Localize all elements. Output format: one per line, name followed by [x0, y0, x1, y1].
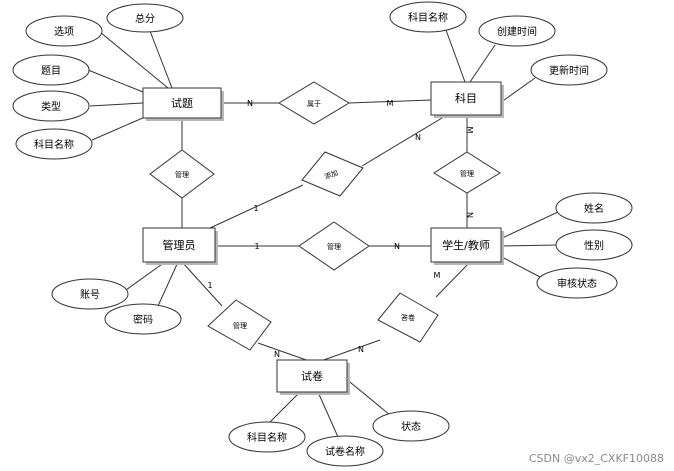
- line-type: [89, 102, 144, 107]
- card-admin-manage: 1: [254, 242, 259, 251]
- rel-manage-subject: 管理: [433, 151, 501, 194]
- card-belongs-s: M: [387, 99, 394, 108]
- line-updated: [499, 77, 536, 104]
- attr-s-name-label: 科目名称: [408, 11, 448, 24]
- rel-manage-user-label: 管理: [327, 242, 341, 251]
- card-admin-managep: 1: [207, 281, 212, 290]
- attr-created: 创建时间: [478, 15, 556, 47]
- cardinality-labels: N M M N 1 N 1 N 1 N N M: [207, 99, 474, 359]
- connector-lines: [87, 17, 559, 438]
- attr-options-label: 选项: [54, 25, 74, 38]
- watermark: CSDN @vx2_CXKF10088: [528, 452, 664, 465]
- line-admin-managep: [181, 261, 223, 307]
- rel-manage-subject-label: 管理: [460, 169, 474, 178]
- attr-password: 密码: [104, 303, 182, 335]
- attr-p-status: 状态: [372, 410, 450, 442]
- attr-updated: 更新时间: [530, 54, 608, 86]
- line-managep-paper: [257, 342, 313, 363]
- attr-password-label: 密码: [133, 313, 153, 326]
- attr-score: 总分: [106, 3, 184, 33]
- line-gender: [501, 244, 559, 247]
- line-options: [99, 31, 169, 89]
- line-s-name: [445, 29, 466, 83]
- card-s-manage: M: [465, 127, 474, 134]
- attr-score-label: 总分: [135, 12, 155, 25]
- attr-name: 姓名: [555, 192, 633, 224]
- attr-account-label: 账号: [80, 289, 100, 301]
- line-answer-stu: [435, 261, 471, 298]
- line-account: [125, 261, 166, 291]
- card-managep-paper: N: [274, 350, 280, 359]
- rel-belongs: 属于: [278, 81, 350, 125]
- rel-add: 添加: [301, 151, 364, 197]
- attr-gender: 性别: [555, 229, 633, 261]
- rel-answer: 答卷: [377, 292, 439, 343]
- line-p-name: [317, 391, 339, 438]
- line-add-s: [361, 117, 443, 167]
- entity-admin-label: 管理员: [163, 238, 196, 252]
- attr-topic-label: 题目: [41, 65, 61, 77]
- line-p-subject: [267, 391, 301, 425]
- rel-manage-paper-label: 管理: [233, 321, 247, 330]
- card-add-s: N: [415, 133, 421, 142]
- entity-student-label: 学生/教师: [442, 238, 490, 252]
- rel-manage-question-label: 管理: [175, 170, 189, 179]
- line-review: [499, 255, 541, 278]
- attr-p-subject: 科目名称: [228, 421, 306, 453]
- attr-topic: 题目: [12, 54, 90, 86]
- entity-paper-label: 试卷: [301, 369, 323, 383]
- attr-name-label: 姓名: [584, 202, 604, 215]
- attr-p-status-label: 状态: [401, 420, 421, 433]
- card-answer-stu: M: [434, 271, 441, 280]
- attr-p-name: 试卷名称: [306, 435, 384, 467]
- rel-manage-paper: 管理: [207, 299, 272, 351]
- attr-p-name-label: 试卷名称: [325, 445, 365, 458]
- attr-q-subject-label: 科目名称: [34, 138, 74, 151]
- rel-belongs-label: 属于: [307, 100, 321, 108]
- card-manage-stu2: N: [394, 242, 400, 251]
- attr-q-subject: 科目名称: [15, 128, 93, 160]
- attr-created-label: 创建时间: [497, 25, 537, 38]
- card-paper-answer: N: [358, 345, 364, 354]
- line-q-subject: [91, 116, 146, 141]
- line-admin-add: [209, 184, 304, 229]
- rel-manage-question: 管理: [149, 149, 215, 199]
- entity-subject-label: 科目: [455, 91, 477, 105]
- attr-type: 类型: [12, 90, 90, 122]
- attr-updated-label: 更新时间: [549, 64, 589, 77]
- attr-gender-label: 性别: [584, 239, 604, 252]
- entity-paper: 试卷: [276, 359, 350, 395]
- rel-manage-user: 管理: [298, 221, 370, 271]
- entity-subject: 科目: [430, 81, 504, 118]
- card-admin-add: 1: [253, 204, 258, 213]
- entity-question: 试题: [142, 87, 224, 121]
- line-p-status: [344, 377, 391, 416]
- entity-question-label: 试题: [171, 97, 193, 110]
- attr-review: 审核状态: [536, 267, 618, 299]
- rel-answer-label: 答卷: [401, 313, 415, 322]
- attr-review-label: 审核状态: [557, 277, 597, 290]
- line-paper-answer: [317, 339, 381, 363]
- card-manage-stu: N: [465, 212, 474, 218]
- attr-account: 账号: [51, 278, 129, 310]
- line-name: [497, 211, 559, 241]
- attr-options: 选项: [25, 15, 103, 47]
- attr-p-subject-label: 科目名称: [247, 431, 287, 444]
- line-password: [157, 261, 179, 307]
- line-topic: [87, 69, 144, 93]
- entity-student: 学生/教师: [430, 227, 504, 265]
- line-created: [469, 44, 496, 83]
- attr-type-label: 类型: [41, 100, 61, 113]
- line-belongs-s: [348, 99, 432, 104]
- attr-s-name: 科目名称: [389, 1, 467, 33]
- entity-admin: 管理员: [142, 227, 218, 265]
- card-q-belongs: N: [247, 99, 253, 108]
